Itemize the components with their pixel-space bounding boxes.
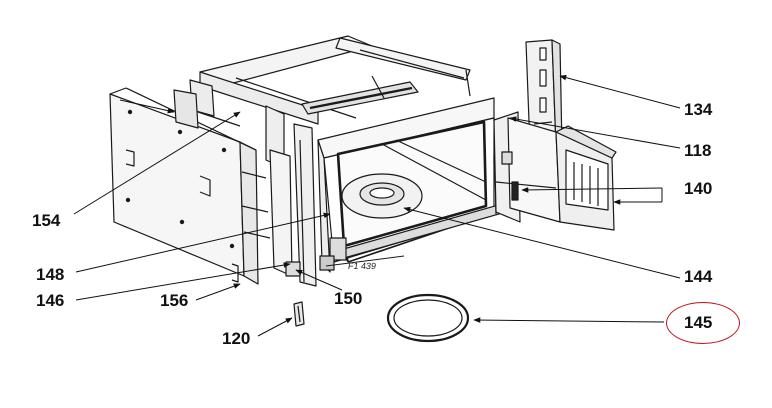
figure-code: F1 439 <box>347 261 377 271</box>
callout-118: 118 <box>684 141 712 160</box>
callout-150: 150 <box>334 289 363 308</box>
callout-148: 148 <box>36 265 65 284</box>
callout-146: 146 <box>36 291 65 310</box>
leader-118 <box>509 116 681 149</box>
callout-154: 154 <box>32 211 61 230</box>
callout-140: 140 <box>684 179 713 198</box>
leader-156 <box>195 283 241 301</box>
leader-154-b <box>119 99 175 114</box>
leader-144 <box>403 206 681 279</box>
leader-150 <box>295 269 343 291</box>
rear-bracket-134 <box>525 39 563 149</box>
control-panel-140 <box>493 111 617 231</box>
floor-trim <box>325 255 405 267</box>
callout-145: 145 <box>684 313 713 332</box>
leader-145 <box>473 317 665 323</box>
roller-ring-145 <box>386 293 470 343</box>
turntable-plate <box>341 173 423 219</box>
callout-120: 120 <box>222 329 251 348</box>
top-frame <box>199 35 471 125</box>
leader-154-a <box>73 111 241 215</box>
leader-148 <box>75 212 331 273</box>
latch-part-120 <box>293 301 305 327</box>
rear-frame <box>173 79 317 287</box>
leader-134 <box>559 74 681 109</box>
callout-144: 144 <box>684 267 713 286</box>
callout-134: 134 <box>684 100 713 119</box>
leader-146 <box>75 262 291 301</box>
leader-120 <box>257 317 293 337</box>
highlight-circle-145 <box>666 302 740 344</box>
leader-140-a <box>521 187 663 193</box>
leader-lines <box>73 74 681 337</box>
callout-156: 156 <box>160 291 189 310</box>
